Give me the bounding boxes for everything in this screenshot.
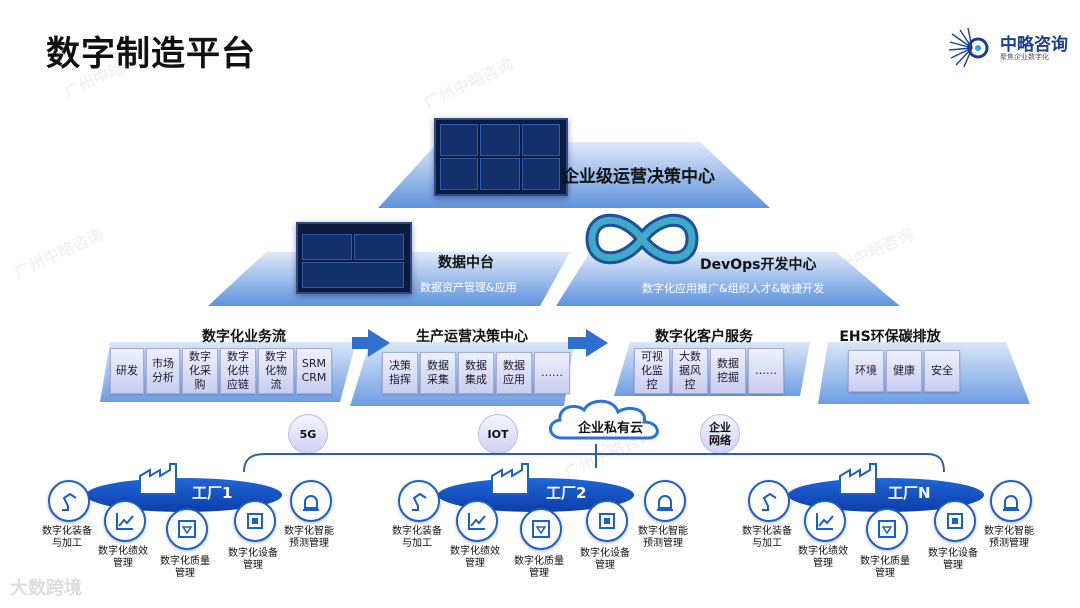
label-predict: 数字化智能 预测管理 bbox=[628, 526, 698, 550]
alarm-light-icon bbox=[290, 480, 332, 522]
footer-watermark: 大数跨境 bbox=[10, 574, 82, 600]
quality-diamond-icon bbox=[520, 508, 562, 550]
factory-icon bbox=[838, 462, 884, 496]
label-device: 数字化设备 管理 bbox=[918, 548, 988, 572]
label-perf: 数字化绩效 管理 bbox=[88, 546, 158, 570]
label-perf: 数字化绩效 管理 bbox=[440, 546, 510, 570]
quality-diamond-icon bbox=[866, 508, 908, 550]
robot-arm-icon bbox=[48, 480, 90, 522]
trend-chart-icon bbox=[804, 500, 846, 542]
device-board-icon bbox=[586, 500, 628, 542]
label-predict: 数字化智能 预测管理 bbox=[974, 526, 1044, 550]
factory-name-2: 工厂2 bbox=[546, 482, 586, 503]
device-board-icon bbox=[934, 500, 976, 542]
label-quality: 数字化质量 管理 bbox=[504, 556, 574, 580]
factory-name-1: 工厂1 bbox=[192, 482, 232, 503]
factory-icon bbox=[490, 462, 536, 496]
label-predict: 数字化智能 预测管理 bbox=[274, 526, 344, 550]
label-perf: 数字化绩效 管理 bbox=[788, 546, 858, 570]
trend-chart-icon bbox=[104, 500, 146, 542]
label-device: 数字化设备 管理 bbox=[570, 548, 640, 572]
label-quality: 数字化质量 管理 bbox=[150, 556, 220, 580]
factory-name-n: 工厂N bbox=[888, 482, 931, 503]
trend-chart-icon bbox=[456, 500, 498, 542]
robot-arm-icon bbox=[748, 480, 790, 522]
device-board-icon bbox=[234, 500, 276, 542]
label-device: 数字化设备 管理 bbox=[218, 548, 288, 572]
factory-icon bbox=[138, 462, 184, 496]
alarm-light-icon bbox=[990, 480, 1032, 522]
alarm-light-icon bbox=[644, 480, 686, 522]
robot-arm-icon bbox=[398, 480, 440, 522]
label-quality: 数字化质量 管理 bbox=[850, 556, 920, 580]
quality-diamond-icon bbox=[166, 508, 208, 550]
